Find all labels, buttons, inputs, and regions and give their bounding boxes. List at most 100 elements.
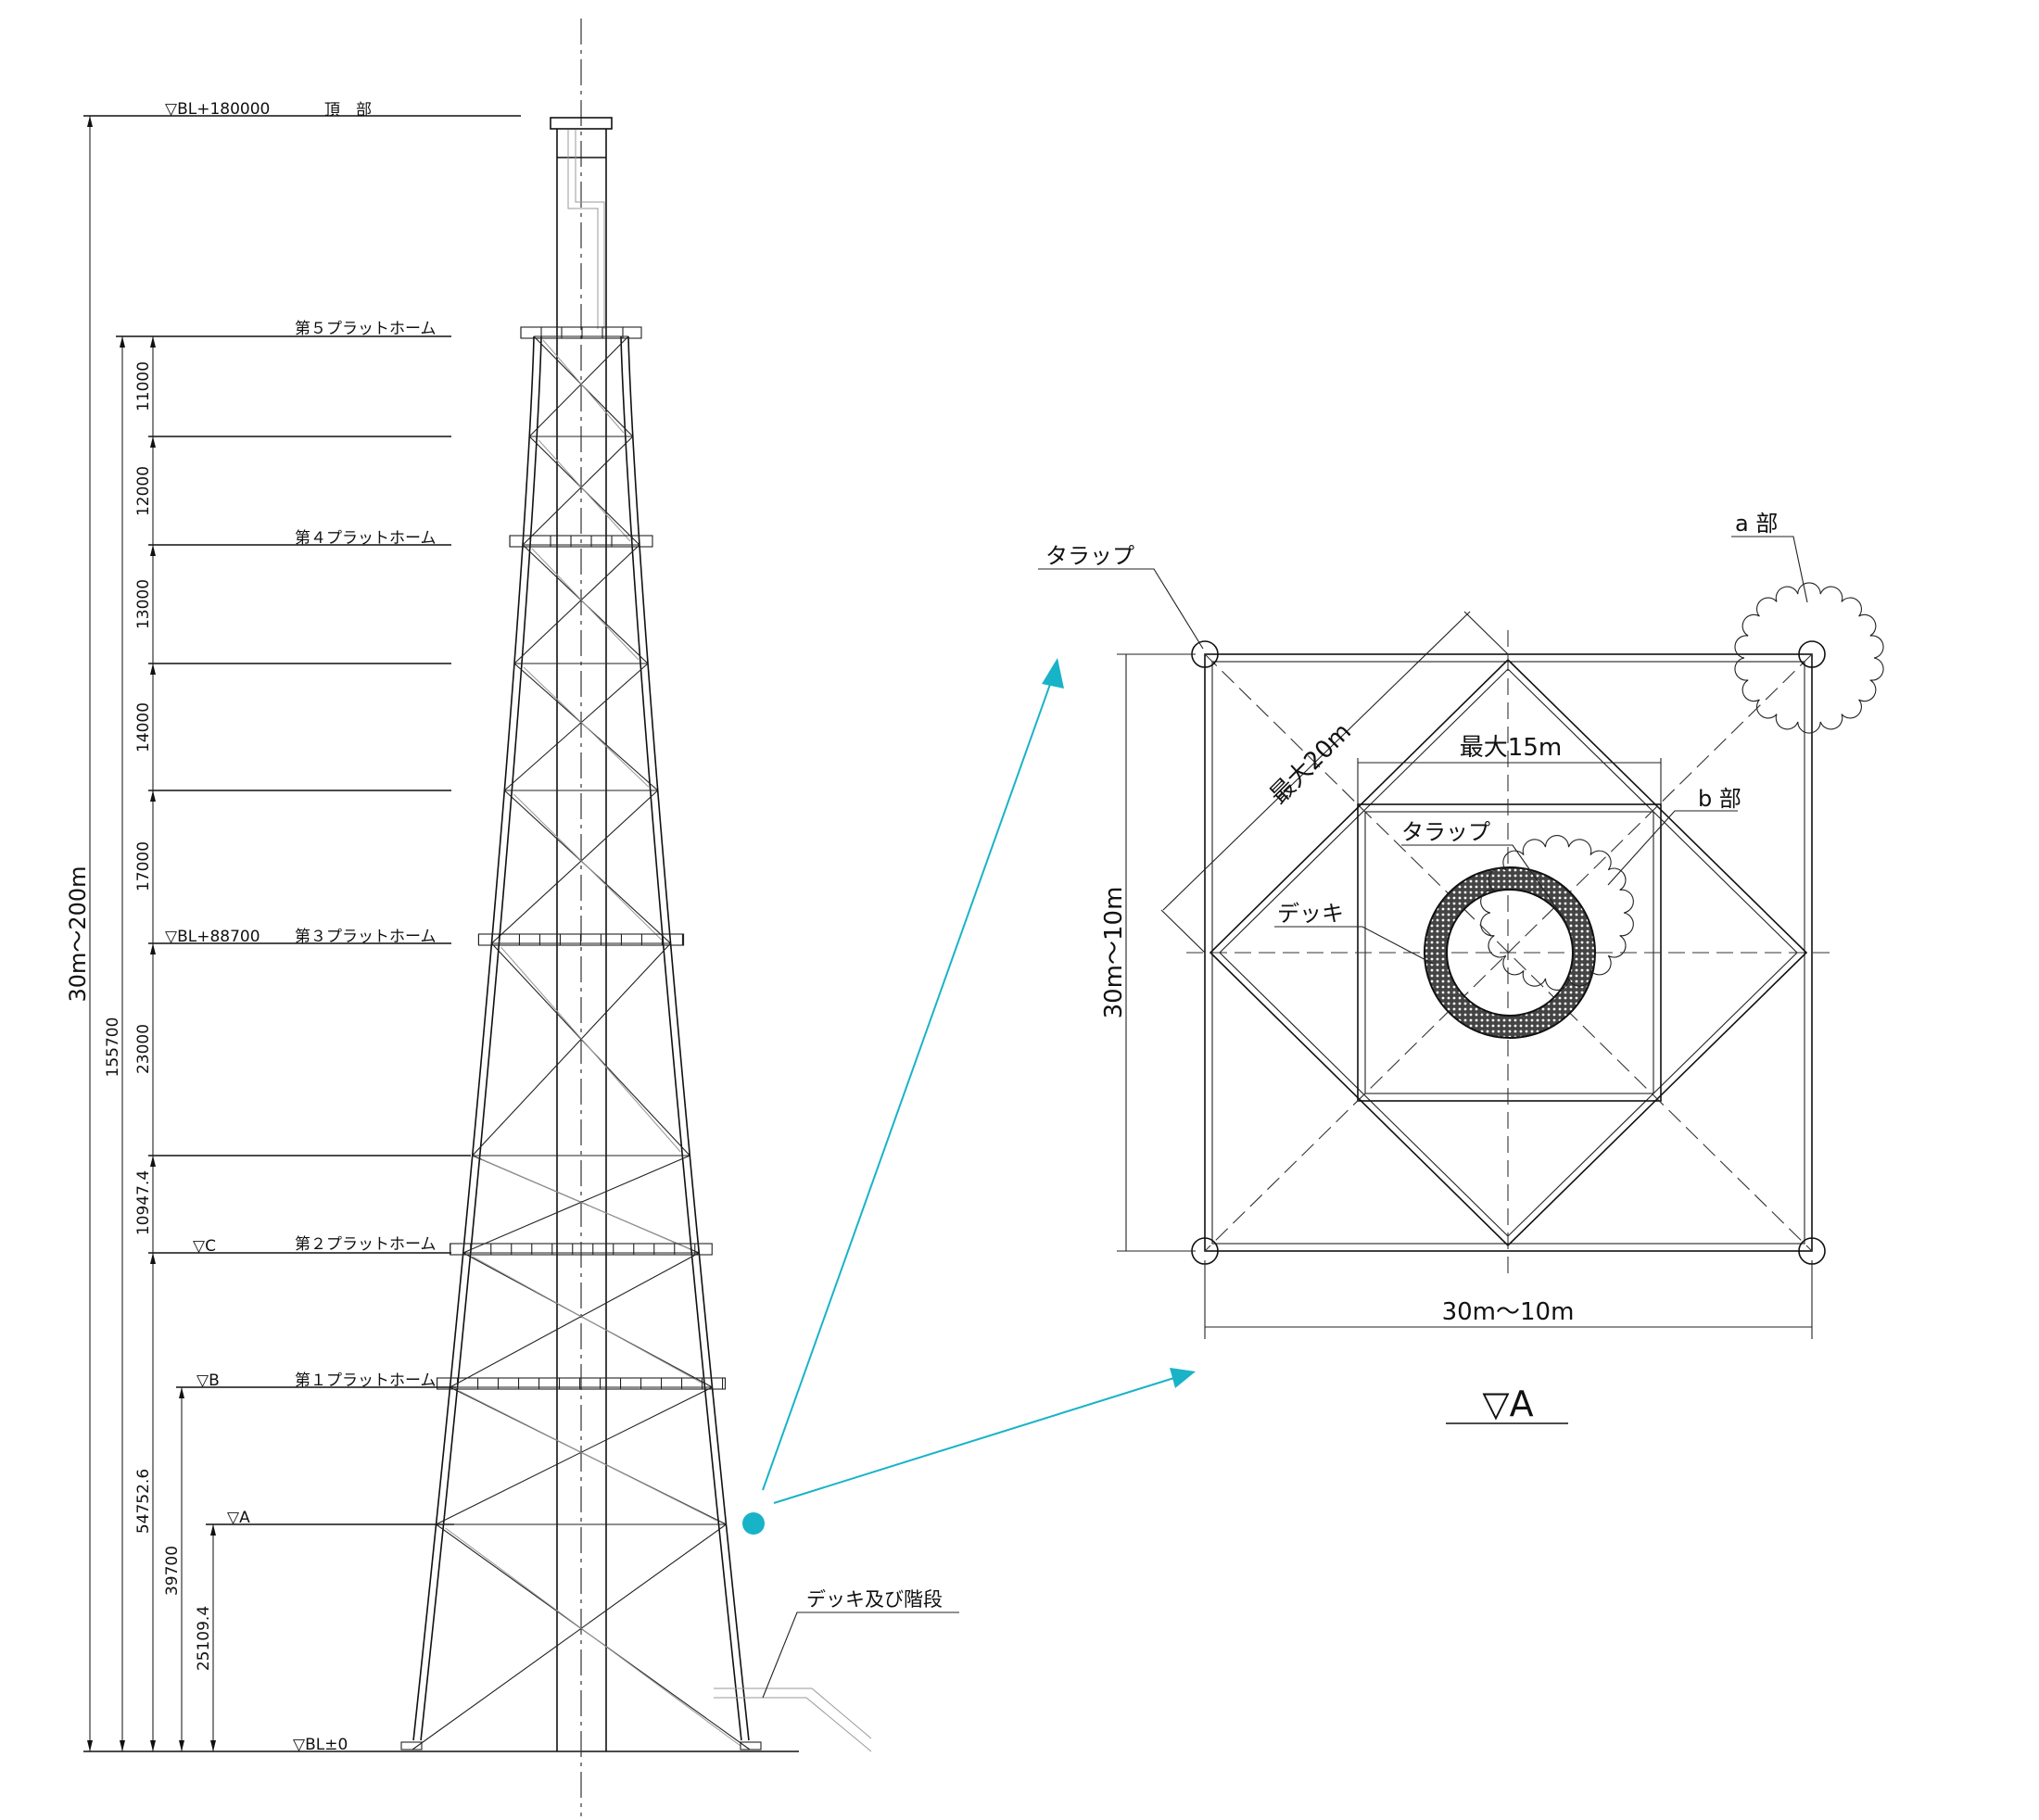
cross-brace	[450, 1252, 700, 1388]
ladder-corner-leader	[1038, 568, 1204, 650]
dimension-arrow-icon	[210, 1740, 216, 1751]
dimension-arrowheads	[87, 116, 216, 1751]
tower-leg-left	[420, 335, 542, 1741]
cross-brace	[503, 663, 649, 791]
dimension-arrow-icon	[150, 545, 156, 556]
stair-flight	[481, 1158, 690, 1250]
cross-brace	[528, 335, 629, 437]
dimension-arrow-icon	[120, 1740, 125, 1751]
dimension-arrow-icon	[150, 664, 156, 675]
cross-brace	[412, 1523, 727, 1750]
extension-line	[1463, 611, 1509, 655]
dim-d2: 12000	[134, 466, 153, 516]
tower-leg-right	[627, 335, 750, 1741]
lattice-frame	[400, 326, 762, 1750]
platform1-label: 第１プラットホーム	[295, 1371, 437, 1390]
stair-flight	[472, 1256, 703, 1384]
detail-b-label: b 部	[1698, 786, 1741, 812]
tower-leg-left	[412, 335, 535, 1741]
tower-leg-right	[620, 335, 742, 1741]
stair-flight	[513, 793, 662, 941]
callout-arrows	[742, 658, 1196, 1535]
dimension-arrow-icon	[150, 436, 156, 448]
dim-d10: 25109.4	[195, 1606, 213, 1671]
stair-flight	[445, 1527, 741, 1747]
cross-brace	[462, 1155, 690, 1254]
top-label: 頂 部	[324, 101, 372, 120]
stair-flight	[538, 439, 631, 542]
dimension-arrow-icon	[179, 1387, 184, 1398]
stack-ladder	[575, 130, 605, 329]
dimension-arrow-icon	[150, 1740, 156, 1751]
cross-brace	[522, 436, 634, 546]
deck-label: デッキ	[1277, 901, 1344, 927]
deck-ring	[1423, 866, 1597, 1039]
dim-d5: 17000	[134, 841, 153, 891]
dimension-arrow-icon	[120, 336, 125, 348]
cross-brace	[472, 942, 671, 1156]
section-title: ▽A	[1482, 1384, 1533, 1424]
dimension-arrow-icon	[87, 1740, 93, 1751]
ladder-center-leader	[1401, 844, 1567, 923]
dim-d1: 11000	[134, 361, 153, 411]
deck-stairs-label: デッキ及び階段	[806, 1588, 943, 1611]
detail-a-label: a 部	[1735, 511, 1778, 537]
stack-top-flange	[550, 117, 613, 130]
plan-view-a: タラップ a 部 最大20m 最大15m b 部 タラップ デッキ 30m～10…	[1038, 511, 1884, 1424]
width-horizontal-label: 30m～10m	[1442, 1298, 1575, 1326]
dim-d8: 54752.6	[134, 1469, 153, 1534]
dim-d6: 23000	[134, 1024, 153, 1074]
cross-brace	[436, 1386, 713, 1525]
detail-a-cloud	[1734, 582, 1884, 734]
stair-flight	[542, 339, 625, 434]
tower-elevation	[400, 19, 872, 1816]
arrowhead-icon	[1170, 1368, 1196, 1388]
ladder-corner-label: タラップ	[1045, 543, 1134, 569]
max-20m-label: 最大20m	[1265, 718, 1357, 810]
leg-base-plate	[400, 1741, 423, 1750]
stair-flight	[459, 1390, 717, 1522]
dimension-arrow-icon	[87, 116, 93, 127]
platform2-level-label: ▽C	[193, 1237, 216, 1256]
deck-stairs-leader	[762, 1611, 959, 1699]
dimension-arrow-icon	[150, 943, 156, 954]
dimension-arrow-icon	[150, 1253, 156, 1264]
corner-column	[1798, 640, 1826, 668]
callout-line-upper	[762, 676, 1054, 1491]
ground-stairs	[714, 1697, 872, 1752]
level-lines	[83, 115, 799, 1752]
arrowhead-icon	[1042, 658, 1064, 689]
platform2-label: 第２プラットホーム	[295, 1235, 437, 1254]
platform3-label: 第３プラットホーム	[295, 928, 437, 946]
dim-d4: 14000	[134, 702, 153, 752]
platform5-label: 第５プラットホーム	[295, 320, 437, 338]
dimension-lines	[89, 116, 214, 1751]
platform1-level-label: ▽B	[196, 1371, 220, 1390]
level-a-label: ▽A	[227, 1509, 250, 1527]
stack-ladder	[567, 130, 599, 329]
plan-diagonal	[1204, 653, 1813, 1252]
dimension-arrow-icon	[210, 1524, 216, 1536]
leg-base-plate	[740, 1741, 762, 1750]
cross-brace	[513, 544, 640, 664]
max-15m-label: 最大15m	[1460, 734, 1562, 762]
top-level-label: ▽BL+180000	[165, 100, 270, 119]
dim-line-20m	[1162, 611, 1471, 911]
stair-flight	[523, 666, 650, 788]
stair-flight	[531, 548, 640, 661]
width-vertical-label: 30m～10m	[1100, 887, 1128, 1019]
dimension-arrow-icon	[150, 336, 156, 348]
deck-leader	[1274, 926, 1434, 965]
dim-d3: 13000	[134, 579, 153, 629]
dimension-arrow-icon	[150, 790, 156, 802]
dimension-arrow-icon	[179, 1740, 184, 1751]
detail-b-leader	[1607, 810, 1738, 886]
base-level-label: ▽BL±0	[293, 1736, 348, 1754]
detail-b-cloud	[1480, 835, 1634, 991]
detail-a-leader	[1731, 536, 1808, 603]
stair-flight	[500, 946, 681, 1153]
platform3-level-label: ▽BL+88700	[165, 928, 260, 946]
dim-total: 155700	[104, 1017, 122, 1078]
platform4-label: 第４プラットホーム	[295, 529, 437, 548]
